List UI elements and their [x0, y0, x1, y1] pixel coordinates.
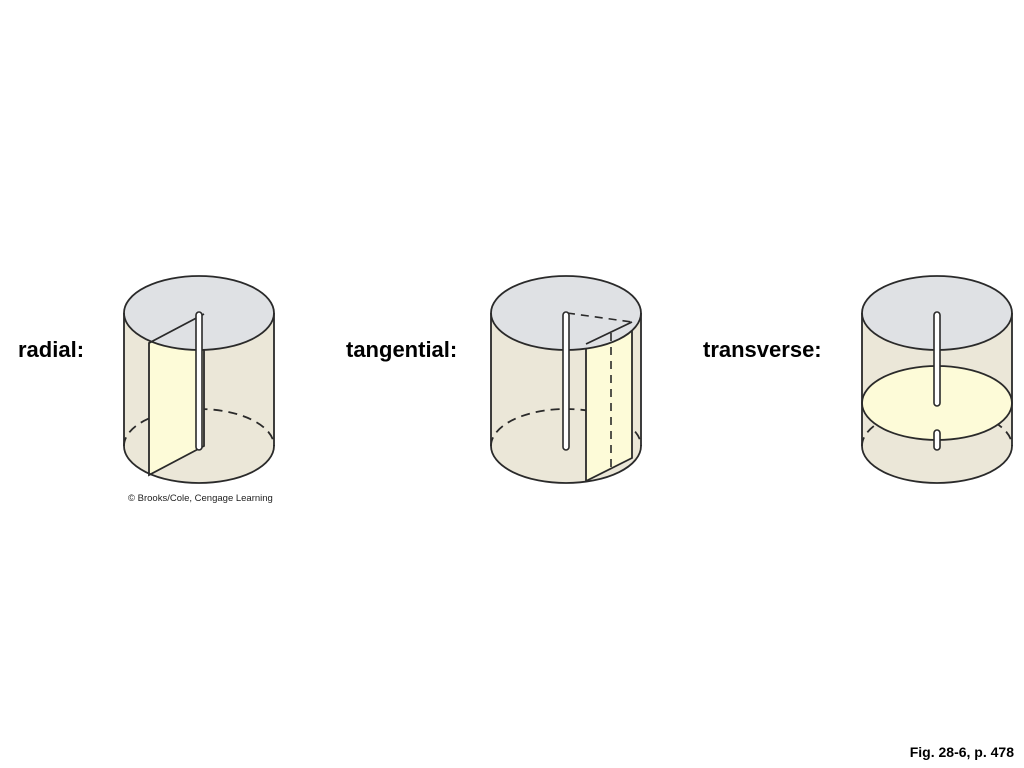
tangential-cylinder-outline — [490, 313, 642, 484]
transverse-cylinder-outline — [861, 313, 1013, 484]
transverse-axis-rod-lower — [933, 429, 941, 451]
radial-label: radial: — [18, 337, 85, 362]
radial-axis-rod — [195, 311, 203, 451]
figure-reference: Fig. 28-6, p. 478 — [909, 744, 1014, 760]
tangential-section-plane-top — [585, 321, 633, 345]
copyright-credit: © Brooks/Cole, Cengage Learning — [128, 493, 273, 504]
tangential-label: tangential: — [346, 337, 458, 362]
tangential-hidden-edges — [566, 312, 633, 468]
radial-cylinder — [123, 275, 275, 484]
radial-cylinder-outline — [123, 313, 275, 484]
radial-section-plane-top — [148, 313, 205, 344]
tangential-axis-rod — [562, 311, 570, 451]
transverse-cylinder — [861, 275, 1013, 484]
tangential-cylinder — [490, 275, 642, 484]
transverse-label: transverse: — [703, 337, 822, 362]
transverse-axis-rod-upper — [933, 311, 941, 407]
